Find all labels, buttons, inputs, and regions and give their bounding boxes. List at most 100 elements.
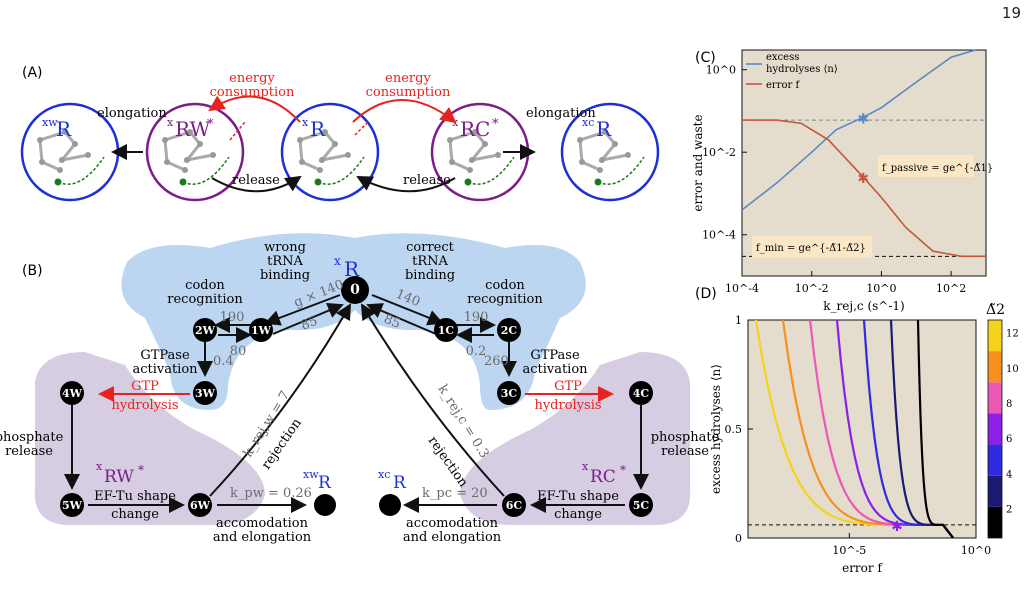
gtp-right-1: GTP (554, 379, 582, 394)
trna-node (447, 137, 453, 143)
trna-node (59, 157, 65, 163)
phosphate-left-1: phosphate (0, 430, 64, 445)
node-1W (249, 318, 273, 342)
node-2C (497, 318, 521, 342)
rate-w12: 190 (220, 310, 245, 325)
node-2W (193, 318, 217, 342)
node-4W (60, 381, 84, 405)
mrna-strand-2 (317, 156, 365, 185)
codon-dot-2 (314, 178, 322, 186)
efshape-left-2: change (111, 507, 159, 522)
c-marker-1: ✱ (857, 171, 869, 187)
state-label-star-3: * (492, 117, 499, 132)
release-right-label: release (403, 173, 451, 188)
release-left-arrow (211, 175, 302, 193)
c-annot-min: f_min = ge^{-Δ̃1-Δ̃2} (756, 243, 866, 254)
d-ytick-label: 0 (735, 532, 742, 545)
c-annot-box-passive (878, 155, 974, 177)
colorbar-seg-1 (988, 475, 1002, 507)
state-label-main-4: R (596, 117, 612, 141)
codon-left-1: codon (185, 278, 225, 293)
codon-dot-1 (179, 178, 187, 186)
trna-node (37, 137, 43, 143)
node-label-5C: 5C (633, 499, 650, 512)
panel-d-label: (D) (695, 286, 717, 302)
colorbar-tick: 2 (1006, 504, 1012, 515)
colorbar-label: Δ̃2 (986, 302, 1005, 318)
trna-node (625, 152, 631, 158)
trna-node (449, 159, 455, 165)
c-legend-label-0a: excess (766, 52, 799, 63)
rate-kpc: k_pc = 20 (422, 486, 488, 501)
colorbar-seg-2 (988, 444, 1002, 476)
phosphate-right-2: release (661, 444, 709, 459)
mrna-strand-0 (57, 156, 105, 185)
node-5W (60, 493, 84, 517)
top-r-main: R (344, 257, 360, 281)
trna-node (332, 141, 338, 147)
energy-left-arrow (208, 95, 301, 123)
c-xtick-label: 10^-2 (795, 282, 829, 295)
trna-node (599, 157, 605, 163)
wrong-binding-3: binding (260, 268, 310, 283)
wrong-binding-1: wrong (264, 240, 306, 255)
rate-c21: 0.2 (466, 344, 487, 359)
d-series-6 (916, 319, 955, 539)
release-right-arrow (356, 176, 456, 193)
colorbar-seg-4 (988, 382, 1002, 414)
gtpase-right-2: activation (522, 362, 588, 377)
state-label-sup-3: x (452, 116, 459, 129)
trna-node (187, 129, 193, 135)
node-label-1C: 1C (438, 324, 455, 337)
node-5C (629, 493, 653, 517)
d-ylabel: excess hydrolyses ⟨n⟩ (709, 364, 723, 494)
rw-main: RW (104, 467, 134, 487)
colorbar-tick: 4 (1006, 469, 1012, 480)
node-6C (502, 493, 526, 517)
gtpase-right-1: GTPase (530, 348, 580, 363)
elongation-right-label: elongation (526, 106, 596, 121)
state-label-main-3: RC (460, 117, 490, 141)
mrna-strand-4 (597, 156, 645, 185)
xc-main: R (393, 473, 407, 493)
colorbar-seg-0 (988, 506, 1002, 538)
d-ytick-label: 1 (735, 314, 742, 327)
colorbar-frame (987, 319, 1003, 539)
trna-node (197, 141, 203, 147)
state-label-star-1: * (207, 117, 214, 132)
chart-d-area (747, 319, 977, 539)
node-0 (341, 276, 369, 304)
gtp-left-2: hydrolysis (111, 398, 178, 413)
state-label-sup-4: xc (582, 116, 594, 129)
trna-node (317, 167, 323, 173)
xw-sup: xw (303, 468, 319, 481)
trna-node (482, 141, 488, 147)
c-marker-0: ✱ (857, 111, 869, 127)
node-label-4W: 4W (62, 387, 83, 400)
c-ytick-label: 10^0 (706, 64, 736, 77)
trna-node (579, 159, 585, 165)
node-4C (629, 381, 653, 405)
mrna-strand-1 (182, 156, 230, 185)
energy-right-line1: energy (385, 71, 431, 86)
d-xlabel: error f (842, 561, 883, 575)
rate-c12: 190 (464, 310, 489, 325)
page-number: 19 (1001, 4, 1021, 22)
rate-w21: 80 (230, 344, 247, 359)
correct-binding-1: correct (406, 240, 455, 255)
c-legend-label-1: error f (766, 80, 800, 91)
node-label-5W: 5W (62, 499, 83, 512)
gtp-left-1: GTP (131, 379, 159, 394)
trna-node (297, 137, 303, 143)
energy-right-line2: consumption (366, 85, 451, 100)
energy-right-arrow (352, 99, 457, 124)
trna-node (319, 157, 325, 163)
rc-main: RC (590, 467, 616, 487)
codon-right-1: codon (485, 278, 525, 293)
rate-w23: 0.4 (213, 354, 234, 369)
d-marker: ✱ (891, 519, 903, 535)
rc-star: * (620, 463, 626, 477)
